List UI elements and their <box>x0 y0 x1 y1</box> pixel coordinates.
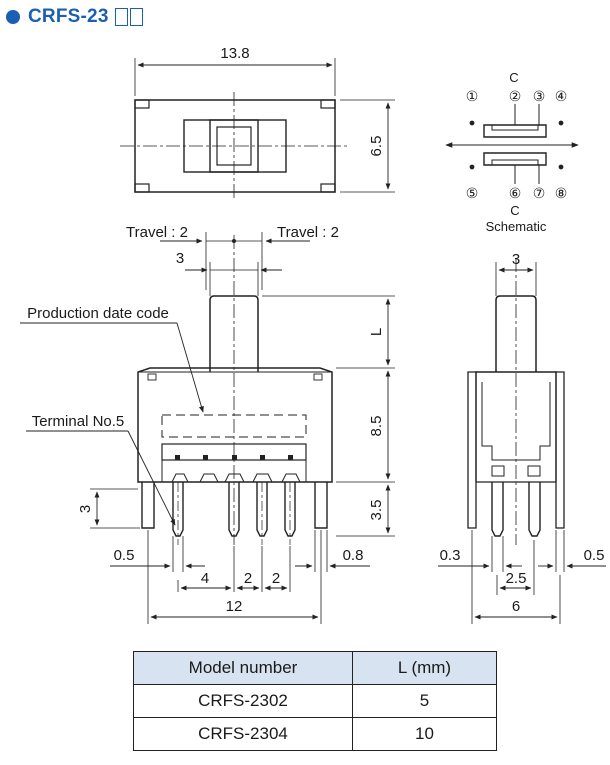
front-actuator-width: 3 <box>176 250 184 267</box>
pin-label: ⑧ <box>555 185 568 201</box>
pin-label: ⑤ <box>466 185 479 201</box>
model-table-container: Model number L (mm) CRFS-2302 5 CRFS-230… <box>133 651 497 751</box>
side-view: 3 0.3 0.5 2.5 6 <box>438 251 606 624</box>
schematic: C ① ② ③ ④ ⑤ ⑥ ⑦ ⑧ C Schematic <box>445 70 579 234</box>
leader-line <box>127 430 176 526</box>
side-dim-pin-spacing: 2.5 <box>506 570 527 587</box>
dim-pitch: 4 <box>201 570 209 587</box>
dim-lug-length: 3 <box>77 505 94 513</box>
contact-bar-top <box>483 124 547 138</box>
mounting-lug <box>141 482 155 529</box>
leader-line <box>176 322 204 413</box>
front-view: Travel : 2 Travel : 2 3 Production date … <box>20 224 395 624</box>
travel-right-label: Travel : 2 <box>277 224 339 241</box>
pin-label: ② <box>509 88 522 104</box>
header-model-number: Model number <box>133 651 353 685</box>
contact-bar-bottom <box>483 152 547 166</box>
front-body-outline <box>137 367 333 483</box>
schematic-label: Schematic <box>486 219 547 234</box>
cell-model: CRFS-2304 <box>133 717 353 751</box>
cell-model: CRFS-2302 <box>133 684 353 718</box>
table-row: CRFS-2302 5 <box>133 684 497 718</box>
corner-tab <box>320 99 336 109</box>
corner-tab <box>320 183 336 193</box>
side-actuator-width: 3 <box>512 251 520 268</box>
pin-label: ④ <box>555 88 568 104</box>
table-row: CRFS-2304 10 <box>133 717 497 751</box>
pin-label: ⑦ <box>533 185 546 201</box>
travel-left-label: Travel : 2 <box>126 224 188 241</box>
dim-overall: 12 <box>226 598 243 615</box>
dim-pitch: 2 <box>244 570 252 587</box>
side-dim-overall: 6 <box>512 598 520 615</box>
dim-L: L <box>368 328 385 336</box>
placeholder-glyph-icon <box>114 8 145 26</box>
dim-top-height: 6.5 <box>368 136 385 157</box>
corner-tab <box>134 183 150 193</box>
pin-label: ③ <box>533 88 546 104</box>
header-l-mm: L (mm) <box>352 651 497 685</box>
side-body-outline <box>475 371 557 482</box>
drawing-canvas: 13.8 6.5 C ① ② ③ ④ ⑤ ⑥ ⑦ ⑧ C Schemati <box>20 45 606 624</box>
top-view: 13.8 6.5 <box>120 45 395 200</box>
bullet-icon <box>6 10 20 24</box>
pin-label: ① <box>466 88 479 104</box>
dim-pin-length: 3.5 <box>368 500 385 521</box>
schematic-common-bottom: C <box>510 203 519 218</box>
dim-top-width: 13.8 <box>220 45 249 62</box>
side-actuator <box>495 295 537 372</box>
dim-pin-width: 0.5 <box>114 547 135 564</box>
side-dim-lug-width: 0.5 <box>584 547 605 564</box>
schematic-common-top: C <box>509 70 518 85</box>
corner-tab <box>134 99 150 109</box>
table-header-row: Model number L (mm) <box>133 651 497 685</box>
mounting-lug <box>314 482 328 529</box>
dim-lug-width: 0.8 <box>343 547 364 564</box>
production-date-label: Production date code <box>27 305 169 322</box>
cell-l: 5 <box>352 684 497 718</box>
page-title: CRFS-23 <box>6 4 145 30</box>
dim-pitch: 2 <box>272 570 280 587</box>
pin-label: ⑥ <box>509 185 522 201</box>
terminal-label: Terminal No.5 <box>32 413 125 430</box>
side-dim-pin-width: 0.3 <box>440 547 461 564</box>
actuator <box>209 295 259 372</box>
model-table: Model number L (mm) CRFS-2302 5 CRFS-230… <box>133 651 497 751</box>
dim-body-height: 8.5 <box>368 416 385 437</box>
title-text: CRFS-23 <box>28 6 109 27</box>
cell-l: 10 <box>352 717 497 751</box>
